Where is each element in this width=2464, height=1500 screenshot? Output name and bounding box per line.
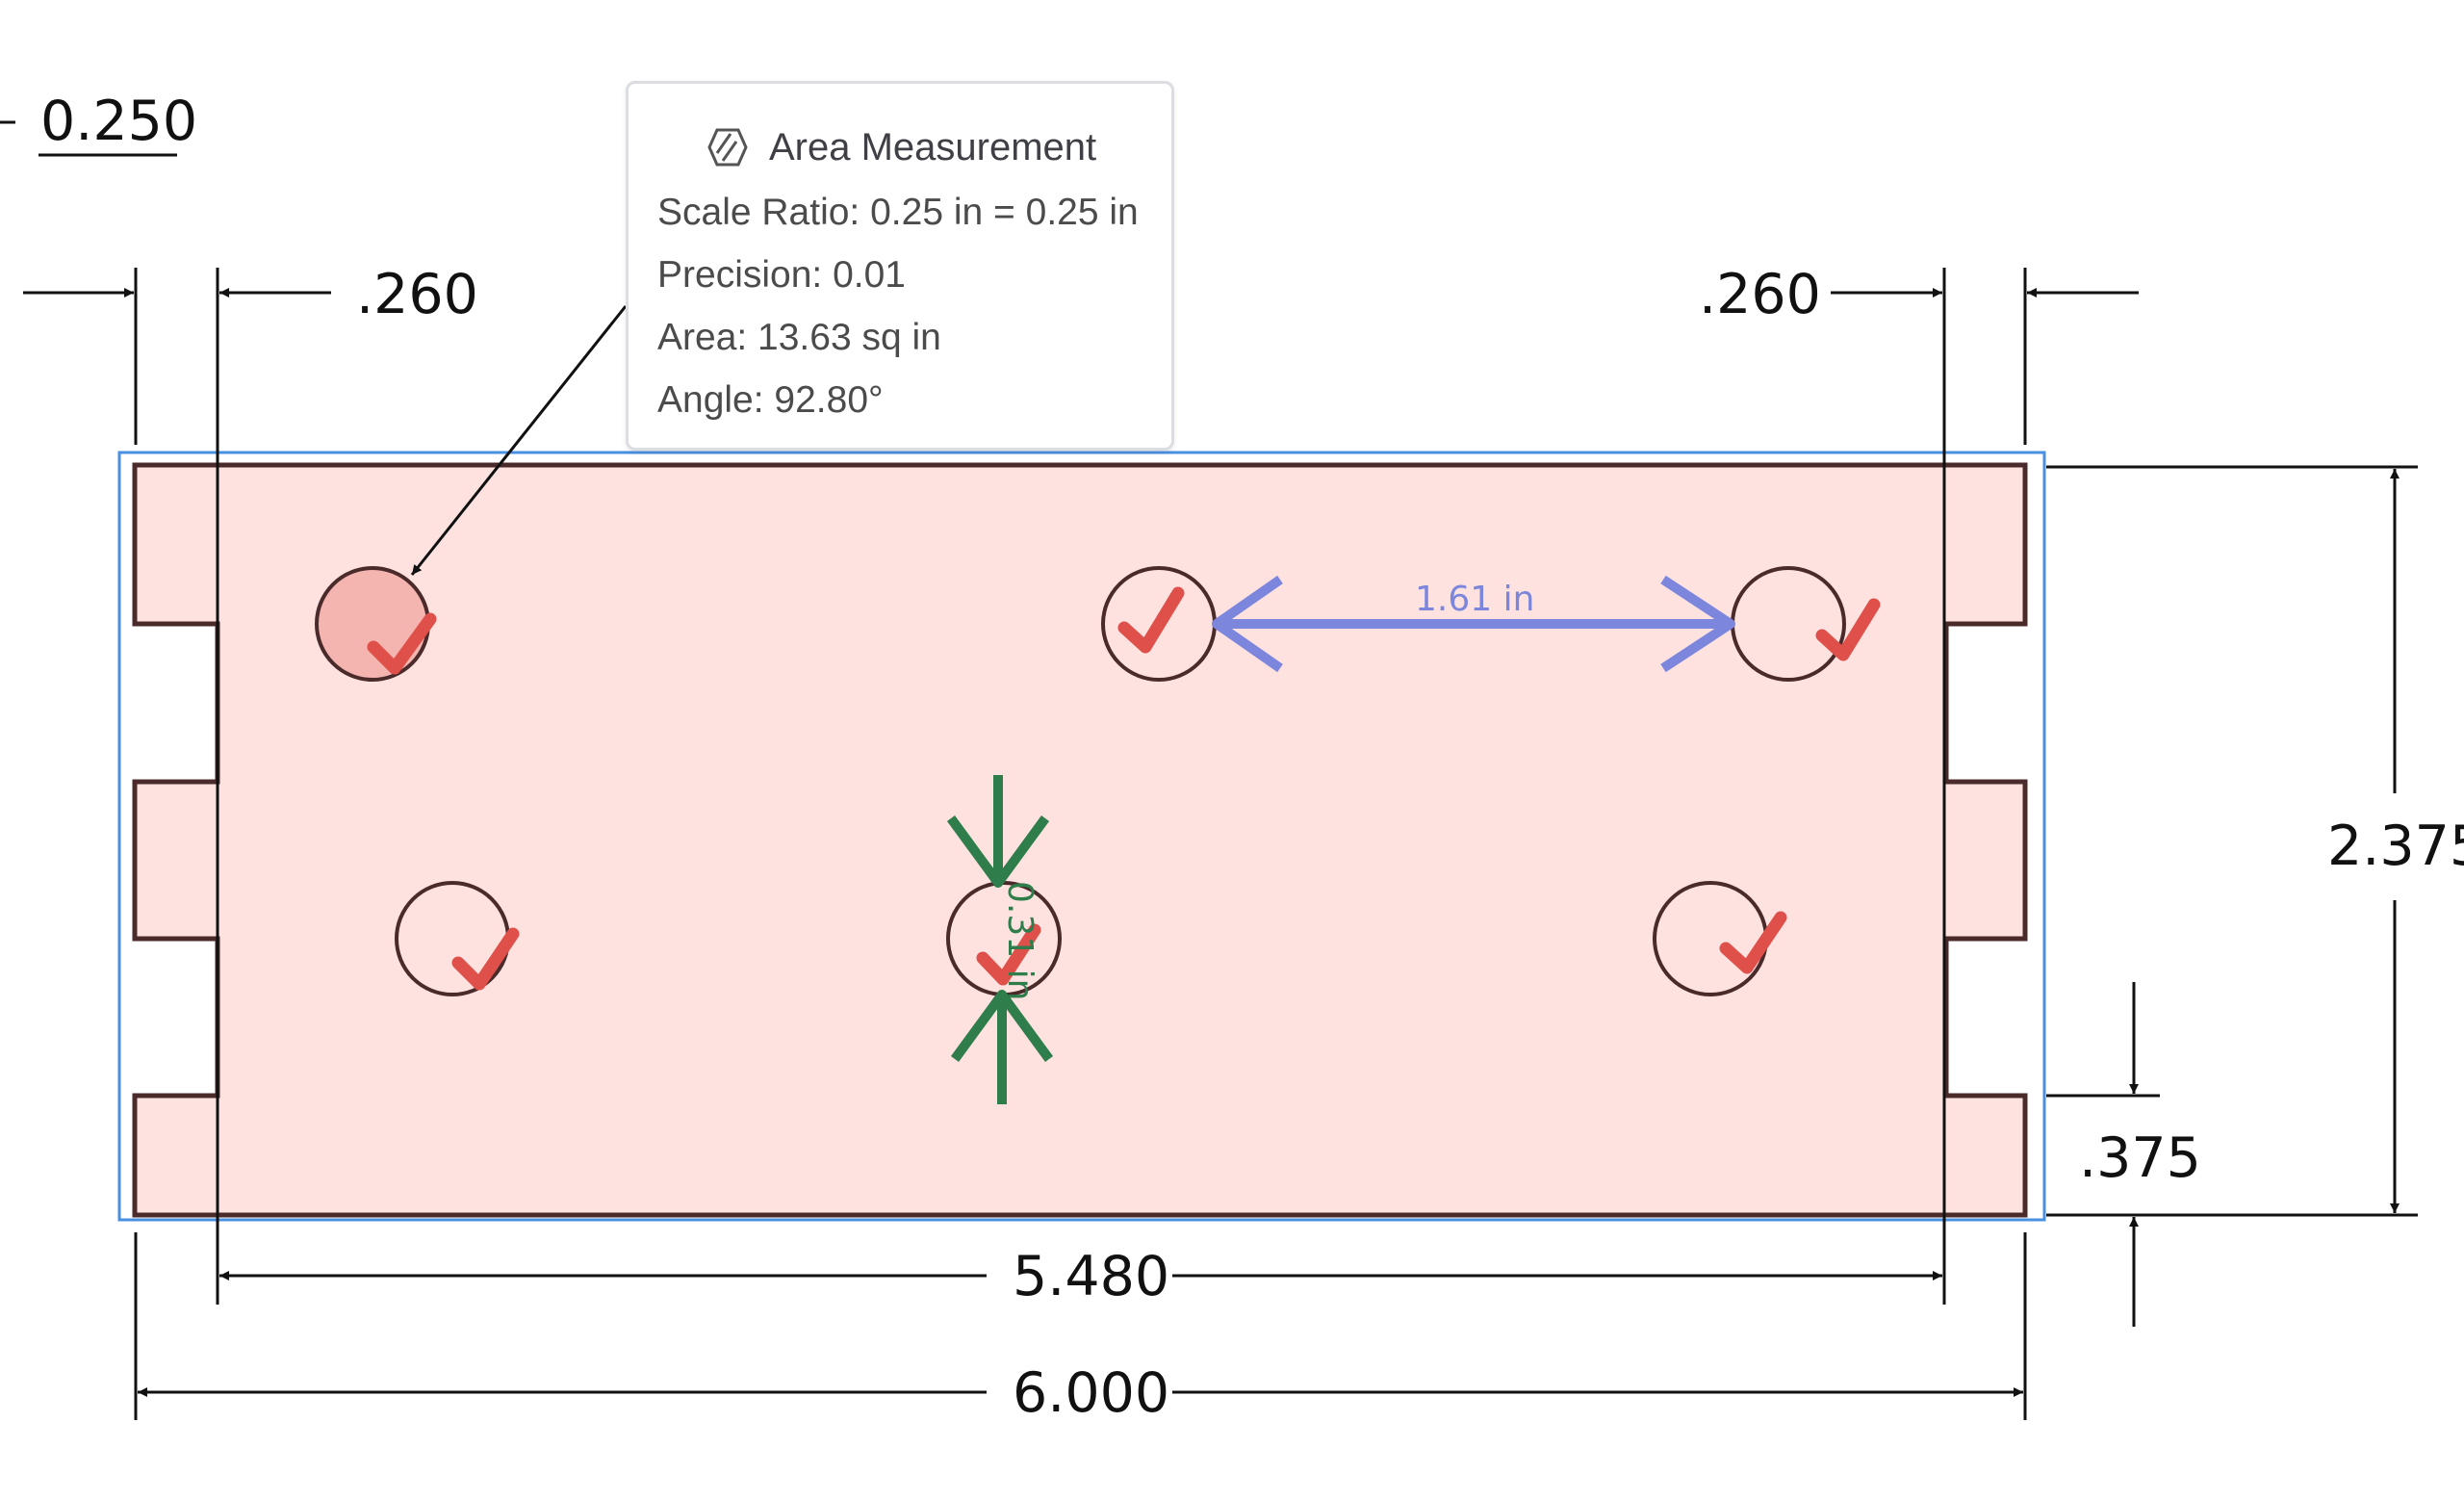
check-icon (1117, 586, 1185, 654)
check-icon (367, 612, 437, 675)
area-region[interactable] (132, 462, 2028, 1218)
selection-box[interactable] (117, 451, 2046, 1222)
check-icon (976, 923, 1041, 986)
area-measurement-tooltip: Area Measurement Scale Ratio: 0.25 in = … (626, 81, 1174, 451)
total-width-dimension: 6.000 (138, 1361, 2023, 1425)
tab-dimension: .375 (2079, 982, 2201, 1327)
svg-text:.260: .260 (356, 263, 478, 326)
svg-text:0.250: 0.250 (40, 90, 197, 153)
hole[interactable] (315, 566, 430, 682)
svg-text:.375: .375 (2079, 1126, 2201, 1190)
distance-measurement[interactable]: 1.61 in (1212, 575, 1735, 673)
extension-lines (134, 268, 2418, 1420)
svg-text:6.000: 6.000 (1013, 1361, 1169, 1425)
edge-dimension-right: .260 (1699, 263, 2139, 326)
tooltip-title: Area Measurement (769, 125, 1097, 168)
check-icon (1719, 911, 1787, 974)
height-dimension: 2.375 (2327, 469, 2464, 1213)
angle-text: Angle: 92.80° (657, 379, 884, 421)
check-icon (451, 927, 520, 991)
tooltip-title-row: Area Measurement (706, 120, 1096, 174)
svg-text:5.480: 5.480 (1013, 1245, 1169, 1308)
scale-ratio-text: Scale Ratio: 0.25 in = 0.25 in (657, 192, 1139, 233)
svg-text:.260: .260 (1699, 263, 1821, 326)
check-icons (367, 586, 1881, 991)
area-measurement-icon (707, 128, 748, 167)
svg-text:2.375: 2.375 (2327, 815, 2464, 878)
top-left-dimension: 0.250 (0, 90, 197, 157)
svg-text:1.61 in: 1.61 in (1415, 580, 1534, 619)
diameter-measurement[interactable]: 0.31 in (946, 775, 1054, 1104)
inner-width-dimension: 5.480 (219, 1245, 1942, 1308)
tooltip-leader (410, 305, 628, 576)
svg-text:0.31 in: 0.31 in (1000, 881, 1040, 1000)
edge-dimension-left: .260 (23, 263, 478, 326)
check-icon (1815, 598, 1881, 661)
precision-text: Precision: 0.01 (657, 254, 906, 296)
area-text: Area: 13.63 sq in (657, 317, 941, 358)
